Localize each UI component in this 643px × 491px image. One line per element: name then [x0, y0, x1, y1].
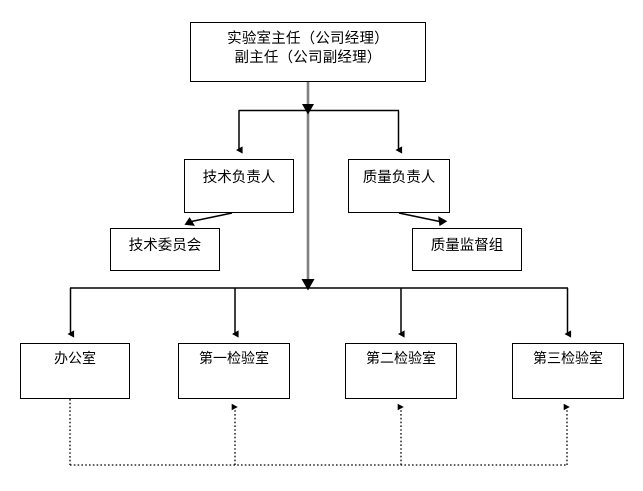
node-quality-lead-label: 质量负责人	[362, 170, 436, 186]
connector-bus-to-departments	[67, 287, 572, 338]
node-quality-supervision-group[interactable]: 质量监督组	[412, 228, 522, 271]
node-technical-committee-label: 技术委员会	[128, 238, 202, 254]
node-quality-lead[interactable]: 质量负责人	[348, 159, 450, 213]
node-office-label: 办公室	[54, 351, 96, 367]
connector-office-to-labs-dotted	[69, 399, 570, 466]
node-lab-1[interactable]: 第一检验室	[178, 343, 290, 399]
node-technical-lead-label: 技术负责人	[202, 170, 276, 186]
connector-director-trunk	[301, 82, 315, 291]
connector-technical-lead-to-committee	[184, 212, 233, 226]
node-technical-committee[interactable]: 技术委员会	[110, 228, 220, 271]
node-office[interactable]: 办公室	[20, 343, 130, 399]
node-quality-supervision-group-label: 质量监督组	[430, 238, 504, 254]
node-lab-2-label: 第二检验室	[366, 351, 436, 367]
node-director-label: 实验室主任（公司经理） 副主任（公司副经理）	[227, 31, 389, 66]
node-lab-2[interactable]: 第二检验室	[345, 343, 457, 399]
node-lab-3[interactable]: 第三检验室	[512, 343, 624, 399]
connector-quality-lead-to-supervision	[398, 212, 448, 227]
node-director[interactable]: 实验室主任（公司经理） 副主任（公司副经理）	[190, 22, 426, 82]
node-technical-lead[interactable]: 技术负责人	[184, 159, 294, 213]
connector-level1-to-level2	[235, 109, 403, 154]
node-lab-1-label: 第一检验室	[199, 351, 269, 367]
node-lab-3-label: 第三检验室	[533, 351, 603, 367]
